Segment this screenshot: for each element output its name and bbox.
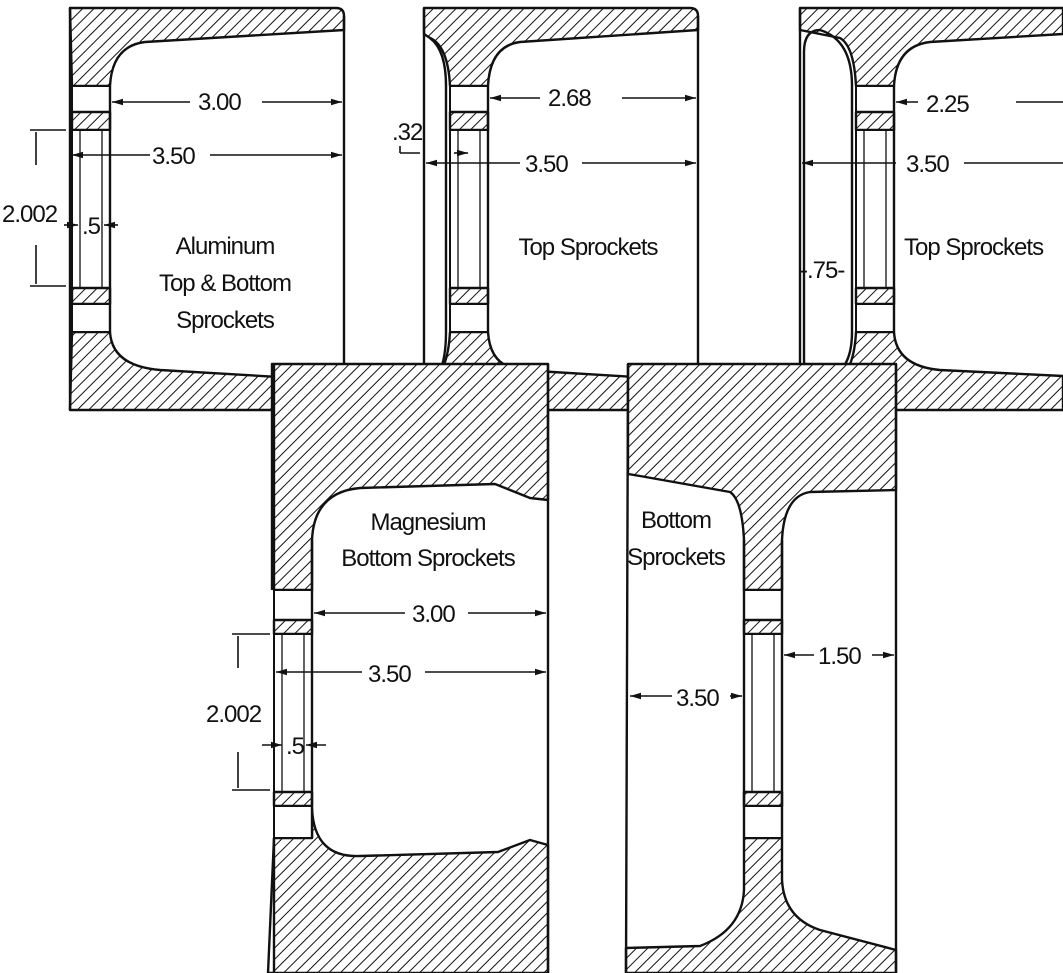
dim-mid-a: 3.50 [152,143,195,170]
body-outline-d [266,364,550,973]
dim-hub-a: .5 [82,213,101,240]
dim-offset-b: .32 [392,119,423,146]
dim-top-a: 3.00 [198,89,241,116]
hub-upper-a [70,110,112,132]
slot-lower-a [71,303,111,333]
slot-upper-a [71,85,111,113]
flange-top-b [422,6,700,88]
dim-mid-c: 3.50 [906,151,949,178]
panel-top-sprockets-268: 2.68 3.50 .32 Top Sprockets [392,6,700,412]
hub-lower-e [742,790,784,808]
dim-right-e: 1.50 [818,643,861,670]
label-a-line1: Aluminum [176,233,275,260]
label-b: Top Sprockets [518,234,658,261]
panel-top-sprockets-225: 2.25 3.50 -.75- Top Sprockets [798,6,1063,412]
slot-lower-b [449,303,489,333]
hub-lower-b [448,286,490,306]
slot-upper-e [743,589,783,621]
slot-lower-c [855,303,895,333]
hub-upper-c [854,110,896,132]
label-a-line3: Sprockets [176,307,275,334]
dim-bore-d: 2.002 [206,701,262,728]
bore-a [71,129,111,289]
panel-aluminum: 3.00 3.50 2.002 .5 Aluminum Top & Bottom… [2,6,346,412]
body-outline-e [624,363,898,973]
dim-hub-d: .5 [286,733,305,760]
slot-upper-d [273,589,313,621]
flange-bottom-e [624,836,898,973]
flange-top-c [798,6,1063,88]
dim-bore-a: 2.002 [2,201,58,228]
panel-bottom-sprockets: 1.50 3.50 Bottom Sprockets [624,362,898,973]
slot-lower-e [743,805,783,839]
body-outline-c [798,8,854,410]
panel-magnesium: 3.00 3.50 2.002 .5 Magnesium Bottom Spro… [206,362,550,973]
flange-top-a [68,6,346,88]
hub-lower-d [272,790,314,808]
slot-lower-d [273,805,313,839]
dim-mid-e: 3.50 [676,685,719,712]
dim-top-d: 3.00 [412,601,455,628]
dim-mid-d: 3.50 [368,661,411,688]
dim-offset-c: -.75- [800,257,844,284]
label-c: Top Sprockets [904,234,1044,261]
label-a-line2: Top & Bottom [159,270,291,297]
hub-lower-c [854,286,896,306]
bore-d [273,633,313,793]
bore-c [855,129,895,289]
hub-upper-d [272,618,314,636]
hub-upper-e [742,618,784,636]
slot-upper-b [449,85,489,113]
dim-mid-b: 3.50 [525,151,568,178]
bore-e [743,633,783,793]
label-e-line2: Sprockets [627,544,726,571]
hub-upper-b [448,110,490,132]
body-outline-a [68,8,346,410]
slot-upper-c [855,85,895,113]
label-d-line1: Magnesium [370,509,485,536]
dim-top-b: 2.68 [548,85,591,112]
hub-lower-a [70,286,112,306]
label-e-line1: Bottom [641,507,711,534]
dim-top-c: 2.25 [926,91,969,118]
label-d-line2: Bottom Sprockets [341,545,515,572]
bore-b [449,129,489,289]
